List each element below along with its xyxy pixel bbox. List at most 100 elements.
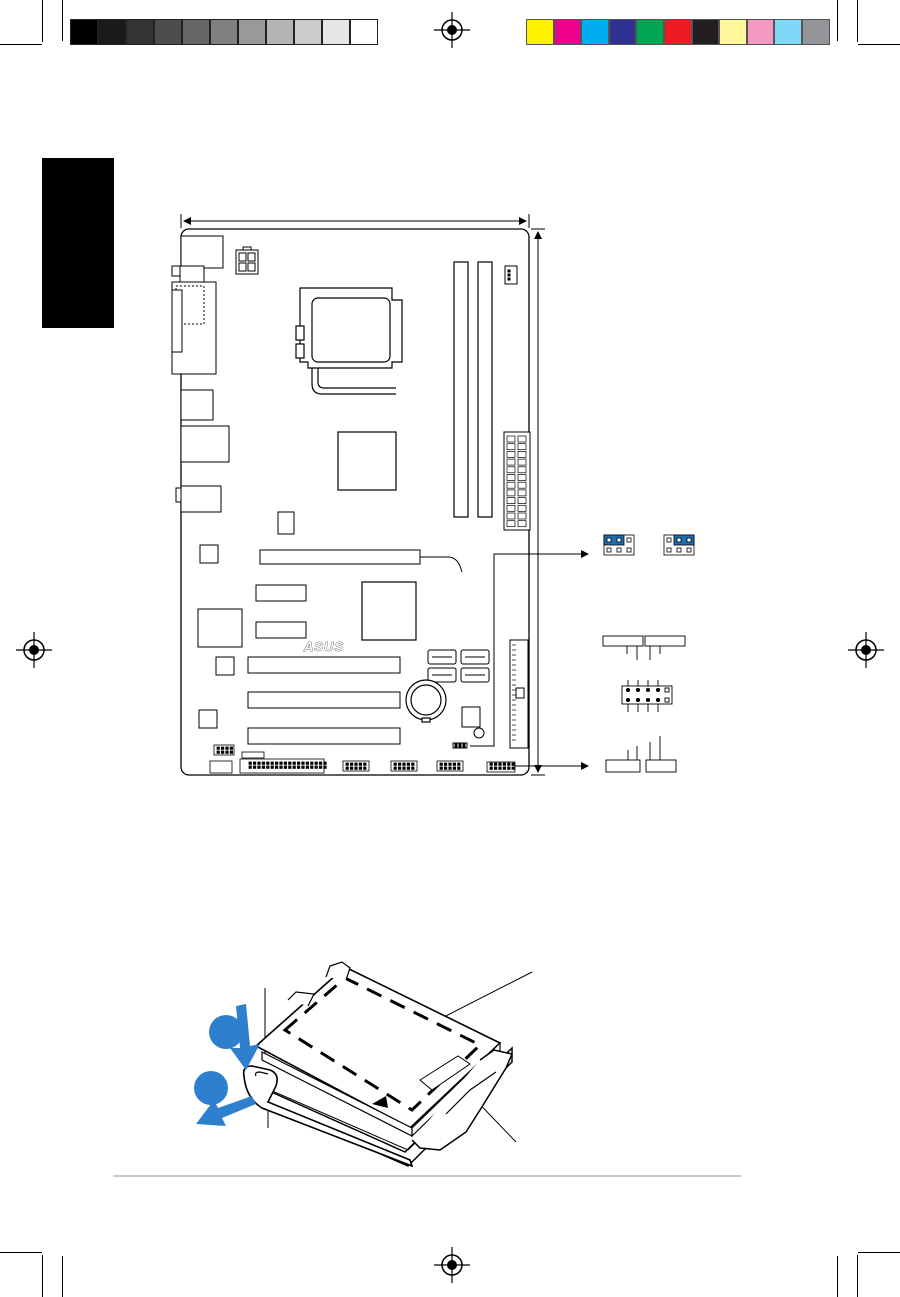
connector-pin — [216, 746, 220, 750]
connector-pin — [314, 761, 318, 765]
atx-12v-connector — [235, 246, 259, 275]
connector-pin — [406, 766, 411, 770]
connector-pin — [323, 761, 327, 765]
sata-connectors — [427, 649, 490, 683]
connector-pin — [305, 765, 310, 769]
connector-pin — [517, 451, 527, 458]
connector-pin — [270, 761, 274, 765]
connector-pin — [506, 481, 516, 489]
connector-pin — [363, 762, 367, 766]
ide-connector — [509, 639, 529, 749]
connector-pin — [266, 765, 270, 769]
connector-pin — [448, 766, 452, 770]
small-chip — [215, 656, 235, 676]
southbridge-chip — [361, 581, 417, 641]
small-chip — [198, 709, 218, 729]
step-marker-icon — [194, 1071, 228, 1105]
connector-pin — [439, 766, 443, 770]
connector-pin — [397, 766, 402, 770]
connector-pin — [349, 766, 354, 770]
connector-pin — [506, 497, 516, 504]
process-color-swatch — [636, 19, 664, 45]
grayscale-swatch — [126, 19, 154, 45]
connector-pin — [507, 762, 511, 766]
connector-pin — [318, 761, 323, 765]
connector-pin — [517, 466, 527, 474]
grayscale-swatch — [210, 19, 238, 45]
connector-pin — [225, 746, 229, 750]
connector-pin — [345, 762, 349, 766]
connector-pin — [517, 458, 527, 466]
cmos-battery — [405, 679, 447, 723]
connector-pin — [452, 766, 457, 770]
connector-pin — [443, 766, 448, 770]
process-color-swatch — [774, 19, 802, 45]
connector-pin — [517, 435, 527, 443]
grayscale-swatch — [322, 19, 350, 45]
connector-pin — [283, 761, 288, 765]
connector-pin — [358, 766, 363, 770]
connector-pin — [292, 765, 296, 769]
pcie-x1-slot — [255, 584, 307, 602]
connector-pin — [220, 750, 225, 754]
connector-pin — [310, 765, 314, 769]
connector-pin — [301, 765, 305, 769]
board-width-dimension — [180, 214, 530, 228]
board-height-dimension — [531, 228, 545, 776]
connector-pin — [288, 761, 292, 765]
connector-pin — [393, 766, 397, 770]
connector-pin — [517, 504, 527, 512]
connector-pin — [261, 761, 266, 765]
connector-pin — [402, 762, 406, 766]
process-color-swatch — [802, 19, 830, 45]
grayscale-swatch — [350, 19, 378, 45]
connector-pin — [310, 761, 314, 765]
connector-pin — [397, 762, 402, 766]
northbridge-chip — [337, 431, 397, 491]
footer-rule — [113, 1175, 741, 1177]
connector-pin — [517, 489, 527, 497]
pci-slot — [247, 727, 401, 745]
connector-pin — [511, 766, 515, 770]
connector-pin — [252, 761, 257, 765]
connector-pin — [517, 520, 527, 528]
connector-pin — [354, 762, 358, 766]
connector-pin — [498, 766, 502, 770]
connector-pin — [349, 762, 354, 766]
connector-pin — [274, 761, 279, 765]
connector-pin — [493, 762, 498, 766]
brand-logo: ASUS — [304, 639, 345, 655]
audio-chip — [197, 608, 243, 648]
clear-rtc-jumper-pad — [473, 727, 485, 739]
connector-pin — [274, 765, 279, 769]
connector-pin — [457, 766, 461, 770]
connector-pin — [292, 761, 296, 765]
process-color-swatch — [719, 19, 747, 45]
process-color-swatch — [664, 19, 692, 45]
grayscale-swatch — [154, 19, 182, 45]
connector-pin — [279, 761, 283, 765]
connector-pin — [506, 489, 516, 497]
connector-pin — [270, 765, 274, 769]
connector-pin — [257, 761, 261, 765]
connector-pin — [279, 765, 283, 769]
connector-pin — [393, 762, 397, 766]
connector-pin — [358, 762, 363, 766]
connector-pin — [507, 766, 511, 770]
connector-pin — [314, 765, 318, 769]
small-chip — [277, 511, 295, 535]
connector-pin — [411, 766, 415, 770]
dimm-slots — [453, 261, 493, 518]
connector-pin — [402, 766, 406, 770]
connector-pin — [517, 497, 527, 504]
connector-pin — [506, 474, 516, 481]
connector-pin — [345, 766, 349, 770]
connector-pin — [502, 762, 507, 766]
connector-pin — [261, 765, 266, 769]
connector-pin — [452, 762, 457, 766]
connector-pin — [517, 443, 527, 451]
connector-pin — [318, 765, 323, 769]
connector-pin — [517, 512, 527, 520]
rear-io-ports — [171, 235, 230, 513]
